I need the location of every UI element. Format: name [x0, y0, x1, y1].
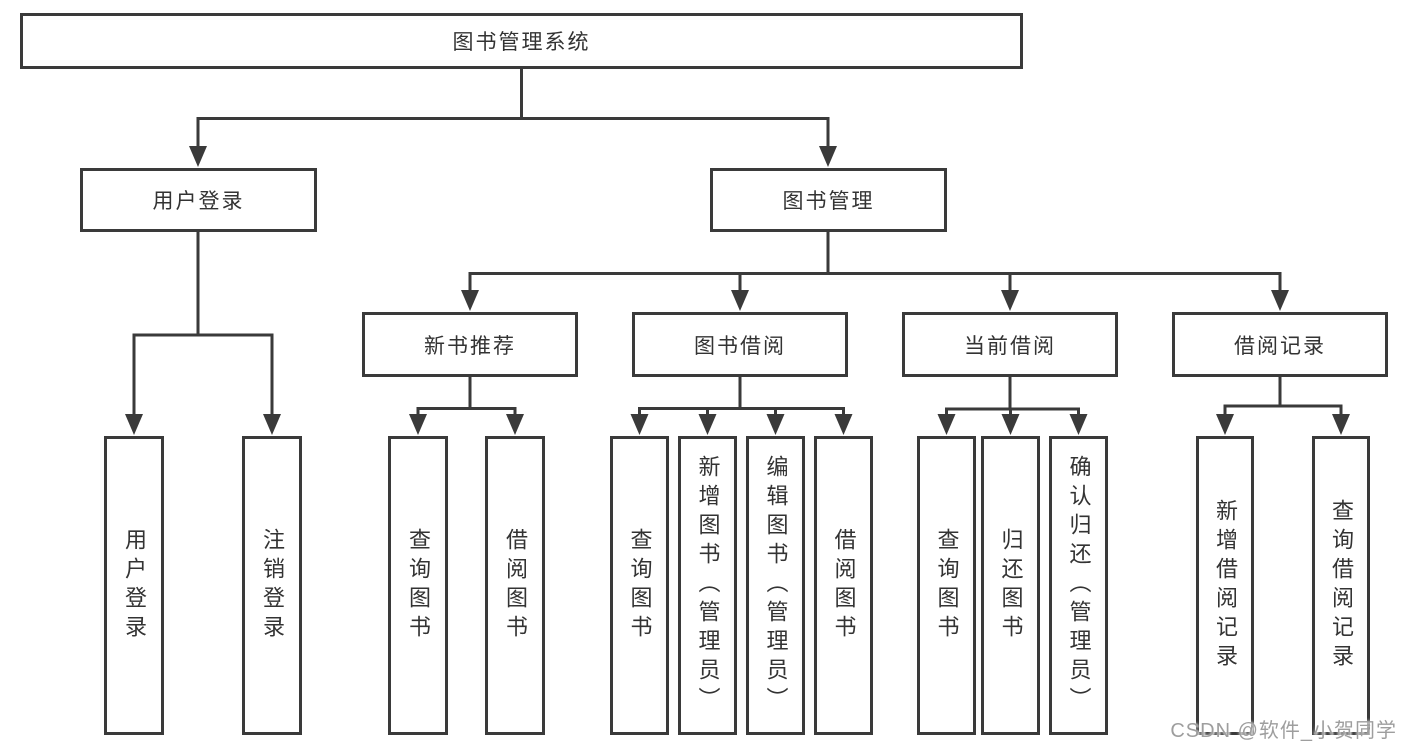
leaf-query-borrow-record-label: 查询借阅记录: [1329, 498, 1354, 673]
leaf-borrow-books-1-label: 借阅图书: [503, 527, 528, 644]
node-book-borrow-label: 图书借阅: [694, 334, 786, 358]
node-current-borrow-label: 当前借阅: [964, 334, 1056, 358]
leaf-query-books-3-label: 查询图书: [934, 527, 960, 644]
leaf-query-books-1-label: 查询图书: [406, 527, 431, 644]
leaf-query-books-2-label: 查询图书: [627, 527, 653, 644]
node-user-login: 用户登录: [80, 168, 317, 232]
leaf-add-books-admin-label: 新增图书（管理员）: [695, 455, 721, 716]
node-book-management: 图书管理: [710, 168, 947, 232]
node-book-borrow: 图书借阅: [632, 312, 848, 377]
leaf-user-login: 用户登录: [104, 436, 164, 735]
csdn-watermark: CSDN @软件_小贺同学: [1170, 720, 1397, 742]
node-root-label: 图书管理系统: [452, 31, 591, 54]
node-borrow-records: 借阅记录: [1172, 312, 1388, 377]
leaf-confirm-return-admin: 确认归还（管理员）: [1049, 436, 1108, 735]
leaf-return-books: 归还图书: [981, 436, 1040, 735]
node-borrow-records-label: 借阅记录: [1234, 334, 1326, 358]
node-root: 图书管理系统: [20, 13, 1023, 69]
leaf-borrow-books-2: 借阅图书: [814, 436, 873, 735]
leaf-user-login-label: 用户登录: [122, 527, 147, 644]
leaf-borrow-books-1: 借阅图书: [485, 436, 545, 735]
leaf-edit-books-admin-label: 编辑图书（管理员）: [763, 455, 789, 716]
node-new-book-recommend-label: 新书推荐: [424, 334, 516, 358]
leaf-confirm-return-admin-label: 确认归还（管理员）: [1066, 455, 1092, 716]
node-current-borrow: 当前借阅: [902, 312, 1118, 377]
node-user-login-label: 用户登录: [152, 190, 245, 213]
leaf-query-books-3: 查询图书: [917, 436, 976, 735]
leaf-add-books-admin: 新增图书（管理员）: [678, 436, 737, 735]
leaf-logout-login-label: 注销登录: [260, 527, 285, 644]
leaf-edit-books-admin: 编辑图书（管理员）: [746, 436, 805, 735]
leaf-add-borrow-record-label: 新增借阅记录: [1213, 498, 1238, 673]
node-book-management-label: 图书管理: [782, 190, 875, 213]
leaf-query-books-1: 查询图书: [388, 436, 448, 735]
leaf-query-books-2: 查询图书: [610, 436, 669, 735]
leaf-add-borrow-record: 新增借阅记录: [1196, 436, 1254, 735]
leaf-query-borrow-record: 查询借阅记录: [1312, 436, 1370, 735]
leaf-logout-login: 注销登录: [242, 436, 302, 735]
leaf-borrow-books-2-label: 借阅图书: [831, 527, 857, 644]
leaf-return-books-label: 归还图书: [998, 527, 1024, 644]
node-new-book-recommend: 新书推荐: [362, 312, 578, 377]
